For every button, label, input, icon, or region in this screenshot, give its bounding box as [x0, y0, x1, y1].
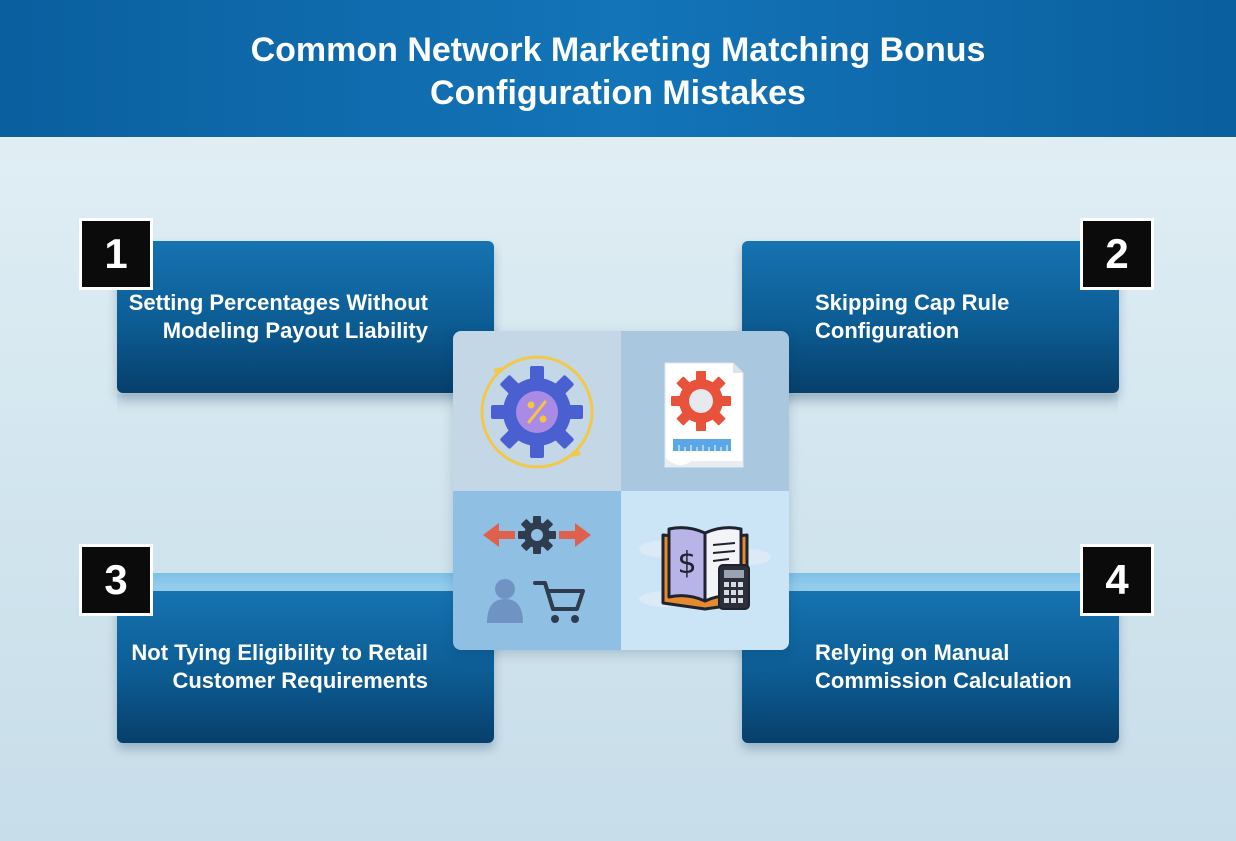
- mistake-number-3: 3: [79, 544, 153, 616]
- mistake-text-3: Not Tying Eligibility to Retail Customer…: [131, 639, 428, 694]
- settings-document-icon: [664, 362, 744, 468]
- svg-text:$: $: [677, 546, 696, 581]
- quadrant-3: [453, 491, 621, 650]
- gear-arrows-customer-cart-icon: [483, 516, 591, 623]
- mistake-text-1: Setting Percentages Without Modeling Pay…: [128, 289, 428, 344]
- quadrant-4: $: [621, 491, 789, 650]
- mistake-number-2: 2: [1080, 218, 1154, 290]
- percentage-gear-cycle-icon: [480, 355, 594, 469]
- connector-2: [785, 394, 1118, 414]
- mistake-card-1: Setting Percentages Without Modeling Pay…: [117, 241, 494, 393]
- quadrant-1: [453, 331, 621, 491]
- mistake-number-1: 1: [79, 218, 153, 290]
- connector-4: [785, 573, 1118, 591]
- connector-3: [117, 573, 457, 591]
- mistake-text-4: Relying on Manual Commission Calculation: [815, 639, 1072, 694]
- ledger-calculator-icon: $: [639, 526, 771, 611]
- mistake-number-4: 4: [1080, 544, 1154, 616]
- page-title: Common Network Marketing Matching Bonus …: [250, 30, 986, 112]
- mistake-card-2: Skipping Cap Rule Configuration: [742, 241, 1119, 393]
- quadrant-2: [621, 331, 789, 491]
- mistake-text-2: Skipping Cap Rule Configuration: [815, 289, 1010, 344]
- header-banner: Common Network Marketing Matching Bonus …: [0, 0, 1236, 137]
- mistake-card-4: Relying on Manual Commission Calculation: [742, 591, 1119, 743]
- connector-1: [117, 394, 457, 414]
- mistake-card-3: Not Tying Eligibility to Retail Customer…: [117, 591, 494, 743]
- center-icon-grid: $: [453, 331, 789, 650]
